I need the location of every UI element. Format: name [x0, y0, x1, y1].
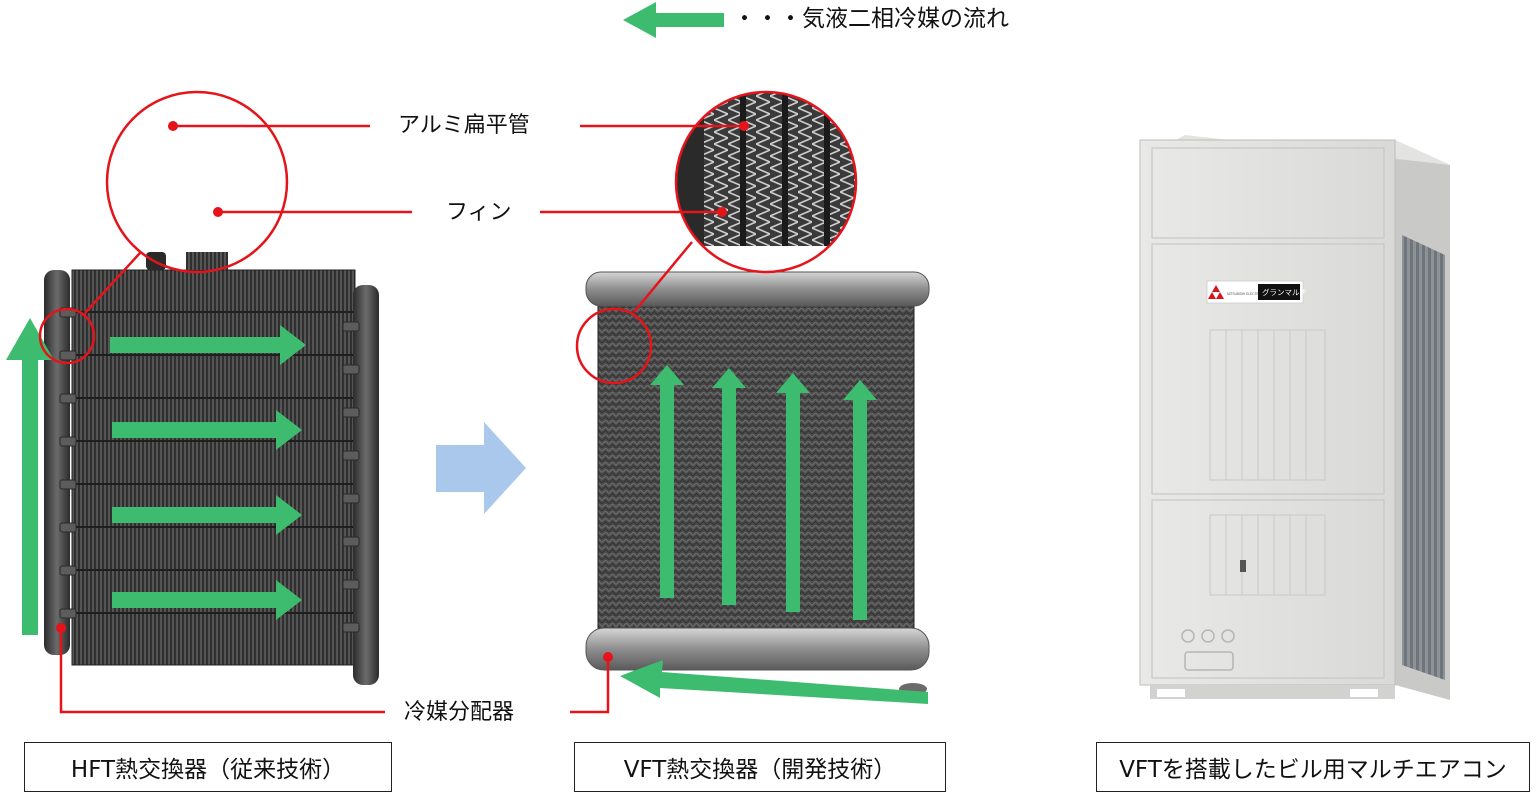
vft-tube-dot: [739, 121, 749, 131]
fin-label: フィン: [446, 200, 512, 225]
legend-arrow-icon: [623, 2, 724, 38]
hft-detail-circle: [38, 307, 96, 365]
hft-fin-dot: [213, 207, 223, 217]
product-name: グランマルチ: [1262, 287, 1307, 297]
vft-inlet-flow-arrow: [620, 660, 928, 704]
hft-horizontal-flow-arrow: [110, 325, 306, 365]
vft-detail-circle: [575, 307, 653, 385]
unit-caption: VFTを搭載したビル用マルチエアコン: [1096, 742, 1530, 792]
outdoor-unit-image: MITSUBISHI ELECTRIC グランマルチ: [1139, 135, 1450, 700]
hft-horizontal-flow-arrow: [112, 580, 302, 620]
vft-distributor-dot: [603, 652, 613, 662]
mitsubishi-logo-icon: [1212, 285, 1220, 292]
hft-heat-exchanger: [44, 252, 379, 685]
vft-flow-arrows: [620, 365, 928, 704]
tube-label: アルミ扁平管: [398, 113, 530, 138]
hft-vertical-flow-arrow: [6, 318, 54, 635]
hft-distributor-dot: [56, 623, 66, 633]
vft-vertical-flow-arrow: [776, 373, 810, 612]
hft-tube-dot: [168, 121, 178, 131]
vft-heat-exchanger: [585, 271, 930, 695]
vft-vertical-flow-arrow: [843, 380, 877, 620]
vft-vertical-flow-arrow: [650, 365, 684, 598]
vft-zoom-circle: [674, 90, 858, 274]
brand-name: MITSUBISHI ELECTRIC: [1227, 292, 1263, 296]
hft-caption: HFT熱交換器（従来技術）: [24, 742, 392, 792]
vft-callout: [540, 90, 858, 714]
hft-zoom-circle: [105, 90, 289, 274]
vft-caption: VFT熱交換器（開発技術）: [574, 742, 946, 792]
vft-fin-dot: [717, 207, 727, 217]
hft-flow-arrows: [6, 318, 306, 635]
legend-label: ・・・気液二相冷媒の流れ: [733, 6, 1009, 32]
distributor-label: 冷媒分配器: [404, 700, 515, 725]
transition-arrow-icon: [436, 422, 526, 514]
hft-horizontal-flow-arrow: [112, 410, 302, 450]
hft-callout: [38, 90, 412, 714]
hft-horizontal-flow-arrow: [112, 495, 302, 535]
vft-vertical-flow-arrow: [712, 368, 746, 605]
